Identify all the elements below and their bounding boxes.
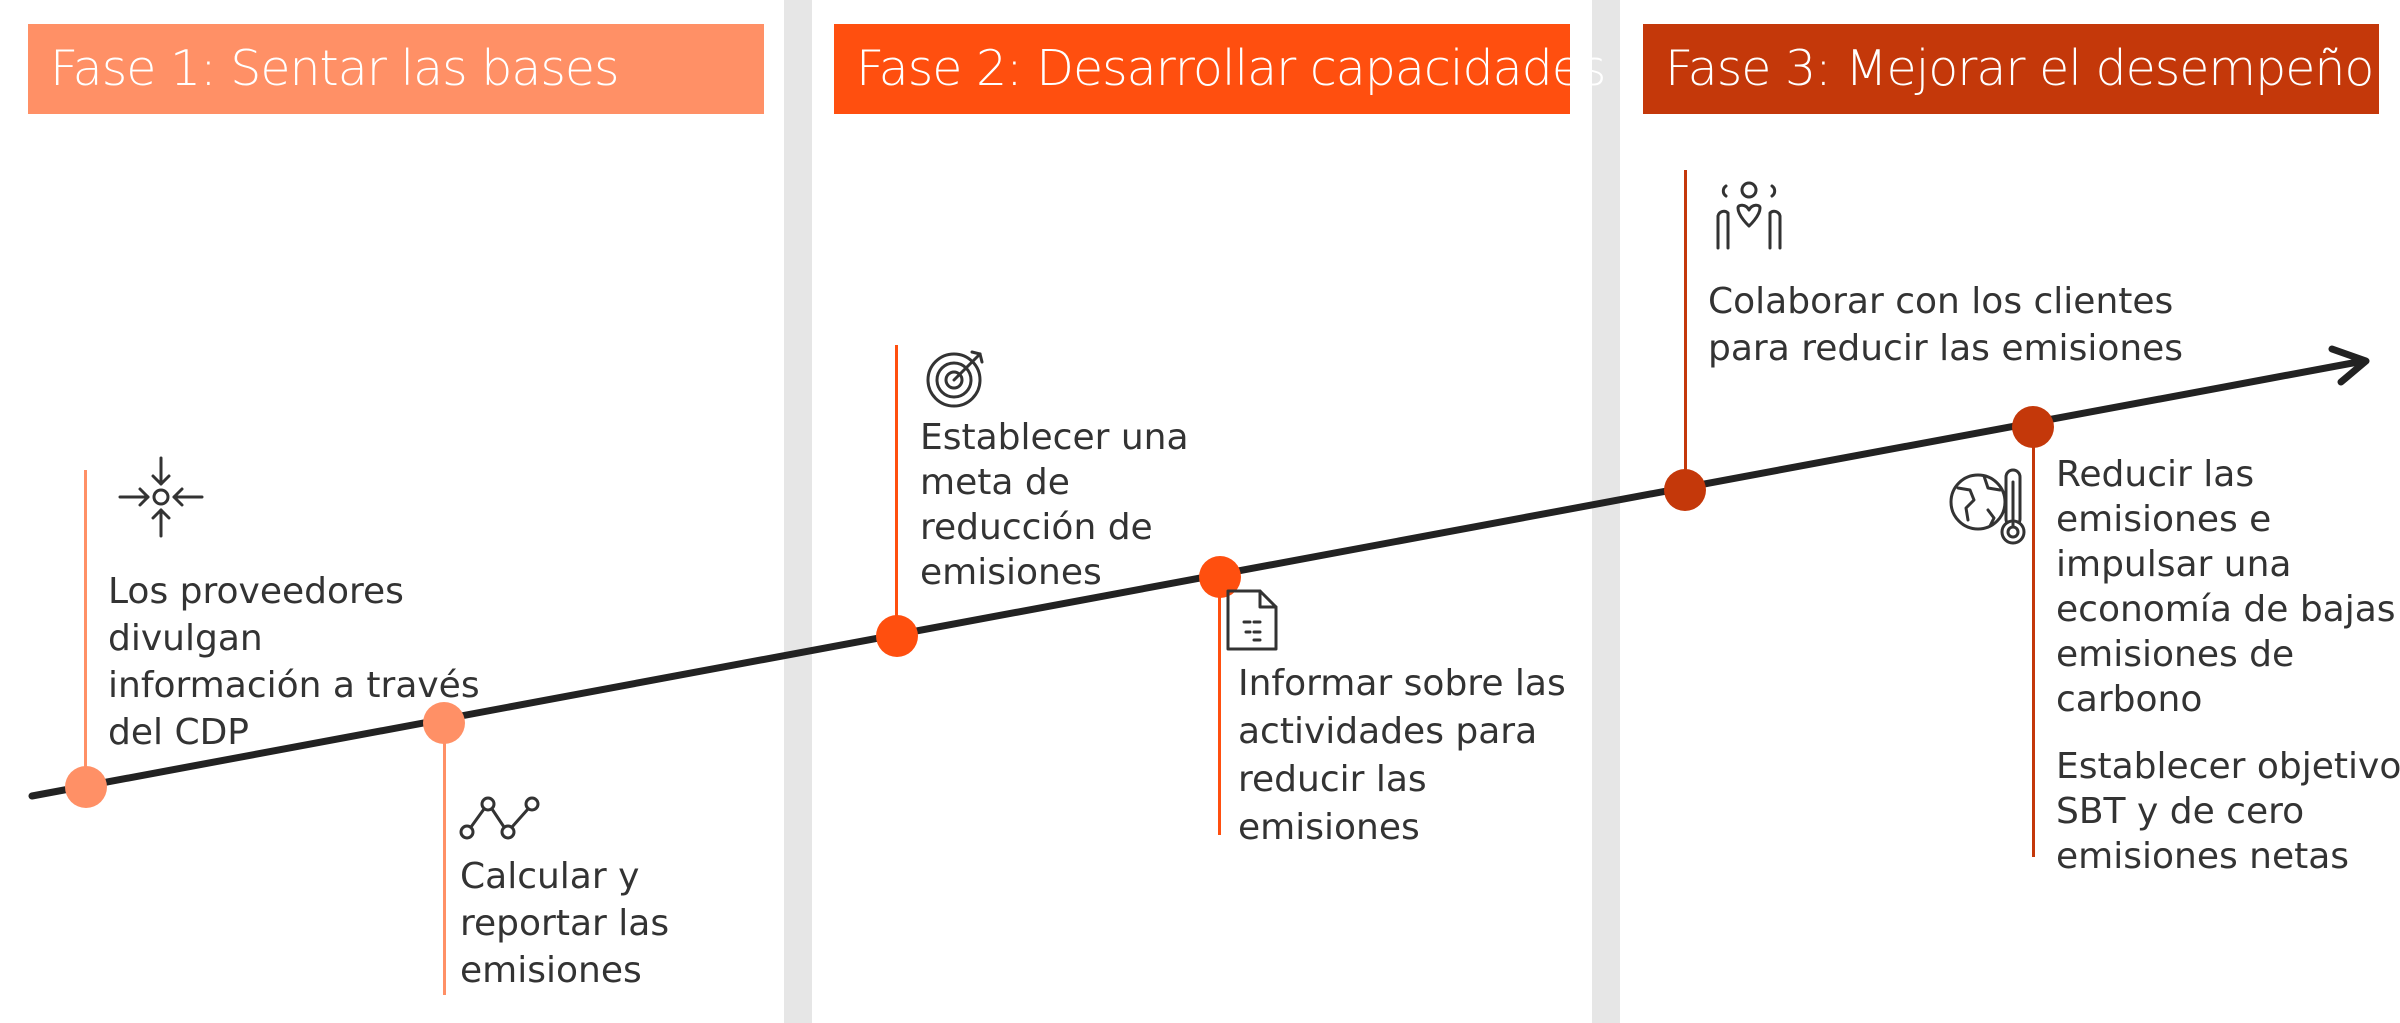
- target-icon: [924, 346, 988, 415]
- label-line: emisiones e: [2056, 499, 2272, 540]
- milestone-dot-5: [1664, 469, 1706, 511]
- phase-3-header: Fase 3: Mejorar el desempeño: [1643, 24, 2379, 114]
- milestone-label-4: Informar sobre las actividades para redu…: [1238, 660, 1566, 852]
- document-icon: [1224, 588, 1280, 657]
- label-line: Informar sobre las: [1238, 663, 1566, 704]
- label-line: impulsar una: [2056, 544, 2292, 585]
- label-line: para reducir las emisiones: [1708, 328, 2184, 369]
- label-line: Colaborar con los clientes: [1708, 281, 2174, 322]
- milestone-label-5: Colaborar con los clientes para reducir …: [1708, 278, 2183, 372]
- milestone-label-2: Calcular y reportar las emisiones: [460, 853, 669, 994]
- label-line: emisiones netas: [2056, 836, 2350, 877]
- connector-line-3: [895, 345, 898, 636]
- label-line: emisiones: [920, 552, 1102, 593]
- milestone-label-3: Establecer una meta de reducción de emis…: [920, 415, 1189, 595]
- arrows-inward-icon: [116, 454, 206, 545]
- label-line: Establecer una: [920, 417, 1189, 458]
- people-heart-icon: [1712, 176, 1786, 257]
- label-line: Los proveedores: [108, 571, 404, 612]
- label-line: actividades para: [1238, 711, 1538, 752]
- phase-2-header: Fase 2: Desarrollar capacidades: [834, 24, 1606, 114]
- connector-line-5: [1684, 170, 1687, 490]
- connector-line-2: [443, 723, 446, 995]
- phase-2-panel: [812, 0, 1592, 1023]
- connected-nodes-icon: [458, 794, 542, 849]
- label-line: del CDP: [108, 712, 250, 753]
- phase-1-panel: [0, 0, 784, 1023]
- milestone-dot-2: [423, 702, 465, 744]
- label-line: economía de bajas: [2056, 589, 2396, 630]
- globe-thermometer-icon: [1948, 466, 2032, 551]
- label-line: Establecer objetivos: [2056, 746, 2400, 787]
- milestone-dot-6: [2012, 406, 2054, 448]
- label-line: reducir las: [1238, 759, 1427, 800]
- label-line: meta de: [920, 462, 1070, 503]
- milestone-label-6: Reducir las emisiones e impulsar una eco…: [2056, 452, 2396, 722]
- milestone-label-7: Establecer objetivos SBT y de cero emisi…: [2056, 744, 2400, 879]
- label-line: emisiones: [1238, 807, 1420, 848]
- label-line: reportar las: [460, 903, 670, 944]
- label-line: Reducir las: [2056, 454, 2255, 495]
- milestone-dot-3: [876, 615, 918, 657]
- label-line: SBT y de cero: [2056, 791, 2305, 832]
- label-line: emisiones: [460, 950, 642, 991]
- milestone-dot-1: [65, 766, 107, 808]
- label-line: Calcular y: [460, 856, 640, 897]
- label-line: divulgan: [108, 618, 263, 659]
- label-line: información a través: [108, 665, 480, 706]
- connector-line-4: [1218, 577, 1221, 835]
- milestone-label-1: Los proveedores divulgan información a t…: [108, 568, 480, 756]
- connector-line-1: [84, 470, 87, 786]
- label-line: carbono: [2056, 679, 2203, 720]
- connector-line-6: [2032, 427, 2035, 857]
- phase-1-header: Fase 1: Sentar las bases: [28, 24, 764, 114]
- label-line: reducción de: [920, 507, 1153, 548]
- label-line: emisiones de: [2056, 634, 2295, 675]
